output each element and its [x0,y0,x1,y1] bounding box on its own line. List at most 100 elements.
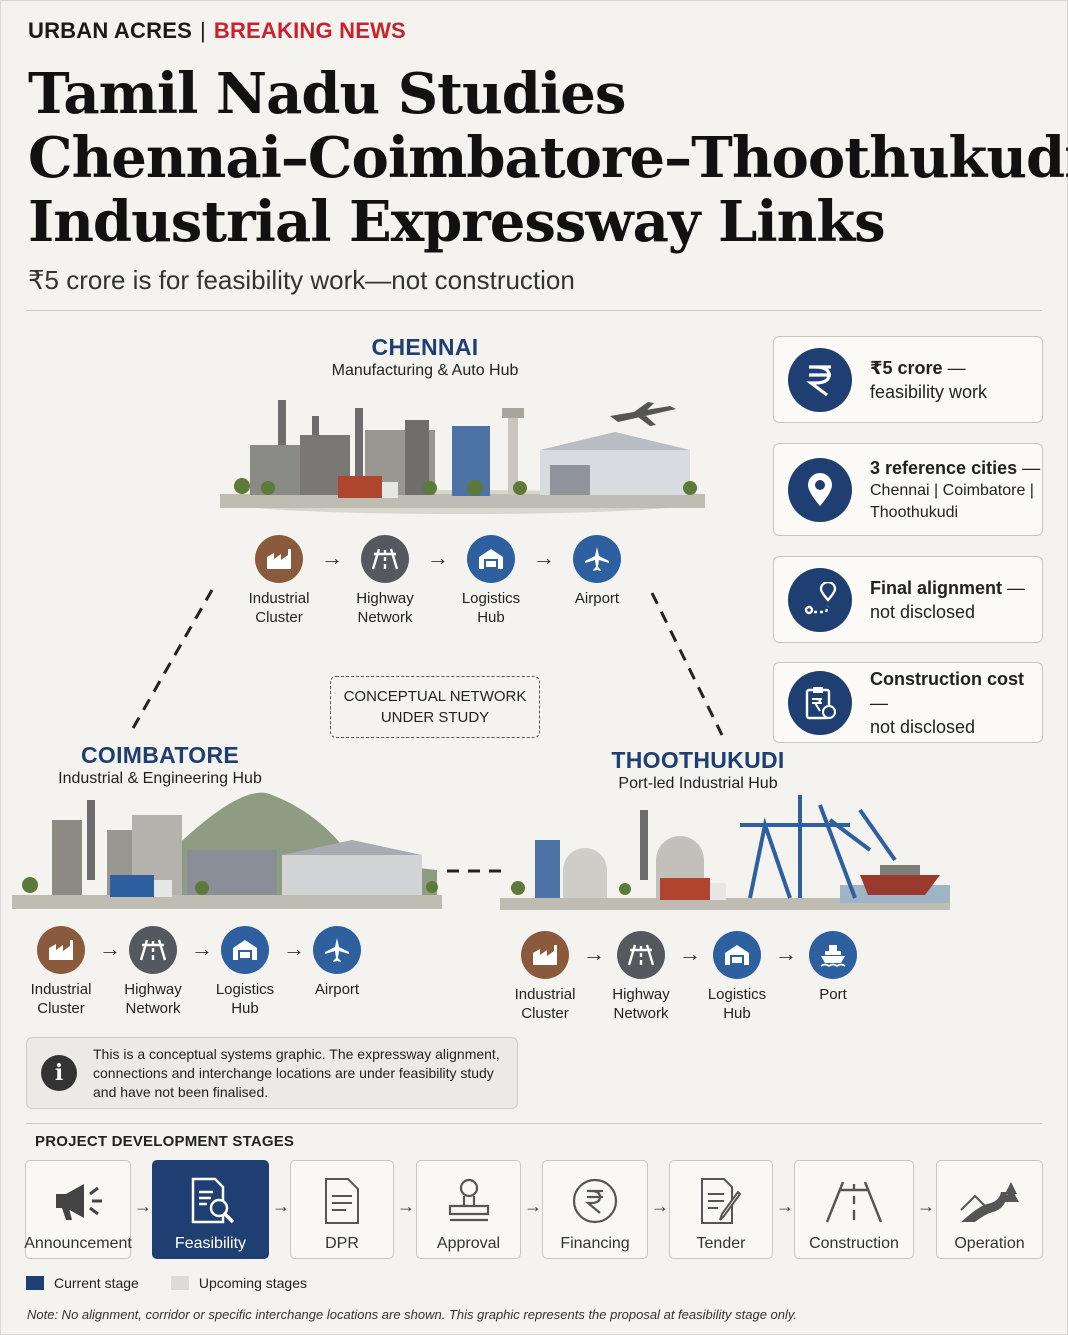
node-highway-network: Highway Network [603,931,679,1023]
city-sub-thoothukudi: Port-led Industrial Hub [618,775,778,792]
stage-tender: Tender [669,1160,773,1259]
headline-line: Industrial Expressway Links [28,189,886,255]
fact-line: feasibility work [870,381,988,402]
highway-icon [129,926,177,974]
concept-line: CONCEPTUAL NETWORK [343,688,527,705]
footnote: Note: No alignment, corridor or specific… [27,1307,798,1322]
thoothukudi-chain: Industrial Cluster → Highway Network → L… [507,931,871,1023]
node-logistics-hub: Logistics Hub [453,535,529,627]
warehouse-icon [221,926,269,974]
fact-bold: Construction cost [870,668,1025,689]
stage-dpr: DPR [290,1160,394,1259]
kicker-separator: | [199,18,206,43]
disclaimer-box: i This is a conceptual systems graphic. … [26,1037,518,1109]
arrow-glyph: → [427,545,449,570]
disclaimer-text: This is a conceptual systems graphic. Th… [93,1045,500,1100]
node-logistics-hub: Logistics Hub [207,926,283,1018]
factory-icon [37,926,85,974]
chennai-chain: Industrial Cluster → Highway Network → L… [241,535,635,627]
arrow-glyph: → [134,1196,152,1216]
arrow-glyph: → [679,941,701,966]
fact-line: Thoothukudi [870,503,959,521]
fact-text: ₹5 crore — feasibility work [870,356,987,404]
stage-label: Announcement [24,1235,132,1252]
document-search-icon [183,1173,239,1229]
arrow-glyph: → [524,1196,542,1216]
node-industrial-cluster: Industrial Cluster [23,926,99,1018]
stage-label: Approval [436,1235,501,1252]
arrow-glyph: → [917,1196,935,1216]
stage-financing: Financing [542,1160,648,1259]
stage-operation: Operation [936,1160,1043,1259]
legend-current-label: Current stage [54,1275,139,1291]
coimbatore-skyline-illustration [12,792,442,909]
stages-title: PROJECT DEVELOPMENT STAGES [35,1133,295,1150]
arrow-glyph: → [651,1196,669,1216]
node-airport: Airport [559,535,635,608]
document-pen-icon [696,1173,746,1229]
stage-label: Financing [560,1235,630,1252]
rupee-coin-icon [570,1173,620,1229]
stage-label: DPR [325,1235,359,1252]
factory-icon [521,931,569,979]
document-icon [322,1173,362,1229]
node-label: Logistics Hub [707,986,767,1022]
node-label: Industrial Cluster [30,981,92,1017]
node-label: Industrial Cluster [514,986,576,1022]
node-label: Highway Network [356,590,414,626]
fact-dash: — [870,692,888,713]
breaking-news-label: BREAKING NEWS [213,18,406,43]
fact-dash: — [942,357,966,378]
divider [26,310,1042,311]
arrow-glyph: → [191,936,213,961]
chennai-thoothukudi-link [650,592,724,736]
chennai-skyline-illustration [220,400,705,514]
airplane-icon [313,926,361,974]
cost-document-icon [788,670,852,735]
node-highway-network: Highway Network [347,535,423,627]
fact-bold: Final alignment [870,577,1003,598]
node-logistics-hub: Logistics Hub [699,931,775,1023]
node-industrial-cluster: Industrial Cluster [507,931,583,1023]
city-sub-chennai: Manufacturing & Auto Hub [331,362,519,379]
node-label: Highway Network [124,981,182,1017]
stamp-icon [444,1173,494,1229]
arrow-glyph: → [775,941,797,966]
arrow-glyph: → [283,936,305,961]
conceptual-network-box: CONCEPTUAL NETWORK UNDER STUDY [330,676,540,738]
arrow-glyph: → [583,941,605,966]
fact-dash: — [1017,457,1041,478]
fact-text: 3 reference cities — Chennai | Coimbator… [870,456,1040,524]
thoothukudi-port-illustration [500,795,950,910]
headline-line: Tamil Nadu Studies [28,61,626,127]
node-label: Port [819,986,847,1003]
rupee-icon [788,347,852,412]
kicker: URBAN ACRES | BREAKING NEWS [28,18,406,44]
fact-bold: 3 reference cities [870,457,1018,478]
city-name-thoothukudi: THOOTHUKUDI [611,747,785,773]
stage-feasibility: Feasibility [152,1160,269,1259]
arrow-glyph: → [321,545,343,570]
highway-icon [361,535,409,583]
arrow-glyph: → [533,545,555,570]
fact-bold: ₹5 crore [870,357,943,378]
stage-label: Operation [954,1235,1025,1252]
headline-line: Chennai–Coimbatore–Thoothukudi [28,125,1068,191]
stage-legend: Current stage Upcoming stages [26,1275,307,1291]
brand-name: URBAN ACRES [28,18,192,43]
winding-road-icon [957,1173,1023,1229]
city-sub-coimbatore: Industrial & Engineering Hub [58,770,262,787]
ship-icon [809,931,857,979]
upcoming-stage-swatch [170,1276,189,1290]
fact-card-alignment: Final alignment — not disclosed [773,556,1043,643]
stage-label: Tender [696,1235,746,1252]
node-label: Highway Network [612,986,670,1022]
info-icon: i [41,1055,77,1091]
current-stage-swatch [26,1276,44,1290]
arrow-glyph: → [99,936,121,961]
coimbatore-chain: Industrial Cluster → Highway Network → L… [23,926,375,1018]
arrow-glyph: → [397,1196,415,1216]
fact-dash: — [1002,577,1026,598]
arrow-glyph: → [776,1196,794,1216]
